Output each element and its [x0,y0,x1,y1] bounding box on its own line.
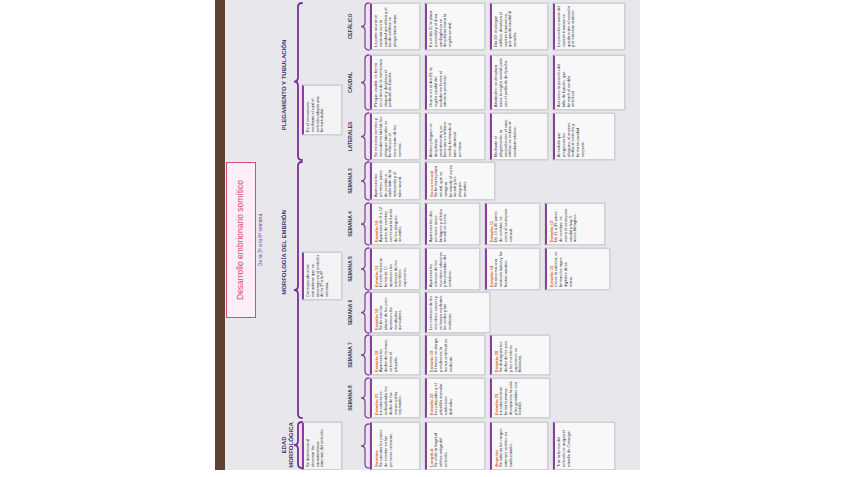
definition-card: Corresponde a las estructuras que se obs… [302,252,342,300]
note-card: Mediante el plegamiento, la conexión con… [490,113,548,160]
card-text: Crece la cabeza; se forman los rayos dig… [554,251,573,287]
note-card: La posición craneal del septum transvers… [553,3,625,50]
card-text: En el día 21 la placa precordal y el áre… [429,6,453,47]
poster-board: Desarrollo embrionario somítico Es el mec… [215,0,640,470]
card-text: La cabeza tiene forma humana; desaparece… [499,381,523,415]
row-label: LATERALES [348,113,354,160]
note-card: Alantoides: se desplaza hacia la región … [490,55,548,110]
note-card: Ocurre en el día 23; la región caudal de… [425,55,485,110]
card-text: Mediante el plegamiento, la conexión con… [494,116,518,157]
note-card: Estadio 20Se distinguen los dedos de los… [490,335,550,375]
card-text: Se valoran los rasgos externos visibles … [499,425,513,467]
note-card: Tras la forma del embrión se asigna el e… [553,422,615,470]
card-text: Así como la posición del tallo de fijaci… [557,58,576,107]
card-text: Se mide la longitud vértice-nalga del em… [434,425,448,467]
row-label: SEMANA 7 [348,335,354,375]
row-label: SEMANA 8 [348,378,354,418]
note-card: Estadio 18Aparecen los dedos de la mano;… [370,335,420,375]
card-text: Ocurre en el día 23; la región caudal de… [429,58,448,107]
note-card: Estadio 22Los párpados y el pabellón aur… [425,378,485,418]
row-label: CAUDAL [348,55,354,110]
note-card: Estadio 14Se observa una vesícula óptica… [485,248,540,290]
note-card: Los esbozos de los miembros crecen y se … [425,292,490,333]
card-text: Corresponde a las estructuras que se obs… [306,255,330,297]
card-text: Tras la forma del embrión se asigna el e… [557,425,571,467]
note-card: Así como la posición del tallo de fijaci… [553,55,625,110]
note-card: Surco neuralSe forma la placa neural, qu… [425,162,495,200]
note-card: Estadio 19El tronco se alarga y endereza… [425,335,485,375]
row-label: SEMANA 6 [348,292,354,333]
card-text: Se distinguen los dedos de los pies y lo… [499,338,523,372]
section-header: MORFOLOGÍA DEL EMBRIÓN [281,175,288,330]
note-card: Estadio 15Crece la cabeza; se forman los… [545,248,610,290]
card-text: La posición craneal del septum transvers… [557,6,576,47]
poster-title: Desarrollo embrionario somítico [236,180,246,300]
card-text: Aparecen los primeros pares de somitas a… [374,165,403,197]
note-card: Aparecen los esbozos de los miembros inf… [425,248,480,290]
definition-card: Es el mecanismo mediante el cual el embr… [302,85,342,135]
note-card: Estadio 12De 21 a 29 pares de somitas; s… [545,203,605,245]
card-text: Se observa una vesícula óptica y las fos… [494,251,508,287]
card-text: Pliegue caudal: se forma en el área de l… [374,58,393,107]
note-card: Estadio 23La cabeza tiene forma humana; … [490,378,550,418]
card-text: Día 22: el pliegue cefálico desplaza el … [494,6,518,47]
note-card: La parte neural se continúa con la cavid… [370,3,420,50]
note-card: Aparecen los dos primeros arcos faríngeo… [425,203,480,245]
note-card: Se mezclan somitos y mesodermo lateral; … [370,113,420,160]
card-text: De 21 a 29 pares de somitas; se cierra e… [554,206,578,242]
note-card: LongitudSe mide la longitud vértice-nalg… [425,422,485,470]
card-text: De 13 a 20 pares de somitas; se cierra e… [494,206,513,242]
note-card: Día 22: el pliegue cefálico desplaza el … [490,3,548,50]
card-text: El embrión tiene forma de C; aparecen lo… [379,251,408,287]
note-card: AspectoSe valoran los rasgos externos vi… [490,422,548,470]
card-text: Aparecen de 4 a 12 pares de somitas; com… [379,206,403,242]
card-text: Se cuentan los pares de somitas en las p… [379,425,393,467]
card-text: Se determina al observar las característ… [306,425,325,467]
card-text: Se mezclan somitos y mesodermo lateral; … [374,116,403,157]
subtitle: De la 3ª a la 8ª semana [258,170,264,310]
note-card: En el día 21 la placa precordal y el áre… [425,3,485,50]
card-text: Alantoides: se desplaza hacia la región … [494,58,508,107]
card-text: Aparecen los dedos de la mano; se forma … [379,338,398,372]
section-header: EDAD MORFOLÓGICA [281,420,294,470]
row-label: SEMANA 5 [348,248,354,290]
note-card: Estadio 10Aparecen de 4 a 12 pares de so… [370,203,420,245]
card-text: Los esbozos de los miembros crecen y se … [429,295,453,330]
card-text: Se forma la placa neural, que se invagin… [434,165,468,197]
card-text: El tronco se alarga y endereza; la herni… [434,338,453,372]
note-card: SomitasSe cuentan los pares de somitas e… [370,422,420,470]
card-text: Se forman las placas de los pies; aparec… [379,295,403,330]
row-label: CEFÁLICO [348,3,354,50]
row-label: SEMANA 4 [348,203,354,245]
row-label: SEMANA 3 [348,162,354,200]
note-card: Estadio 13El embrión tiene forma de C; a… [370,248,420,290]
card-text: A medida que progresan los pliegues, el … [557,116,586,157]
note-card: Ambos pliegues se desplazan ventralmente… [425,113,485,160]
card-text: Es el mecanismo mediante el cual el embr… [306,88,325,132]
card-text: Aparecen los esbozos de los miembros inf… [429,251,453,287]
card-text: La cabeza es redondeada; los dedos de la… [379,381,403,415]
definition-card: Se determina al observar las característ… [302,422,342,470]
card-text: Ambos pliegues se desplazan ventralmente… [429,116,463,157]
card-text: Aparecen los dos primeros arcos faríngeo… [429,206,448,242]
section-header: PLEGAMIENTO Y TUBULACIÓN [281,15,288,155]
note-card: A medida que progresan los pliegues, el … [553,113,615,160]
note-card: Estadio 21La cabeza es redondeada; los d… [370,378,420,418]
card-text: La parte neural se continúa con la cavid… [374,6,398,47]
note-card: Estadio 16Se forman las placas de los pi… [370,292,420,333]
note-card: Estadio 11De 13 a 20 pares de somitas; s… [485,203,540,245]
title-box: Desarrollo embrionario somítico [226,162,256,318]
note-card: Aparecen los primeros pares de somitas a… [370,162,420,200]
note-card: Pliegue caudal: se forma en el área de l… [370,55,420,110]
card-text: Los párpados y el pabellón auricular est… [434,381,453,415]
